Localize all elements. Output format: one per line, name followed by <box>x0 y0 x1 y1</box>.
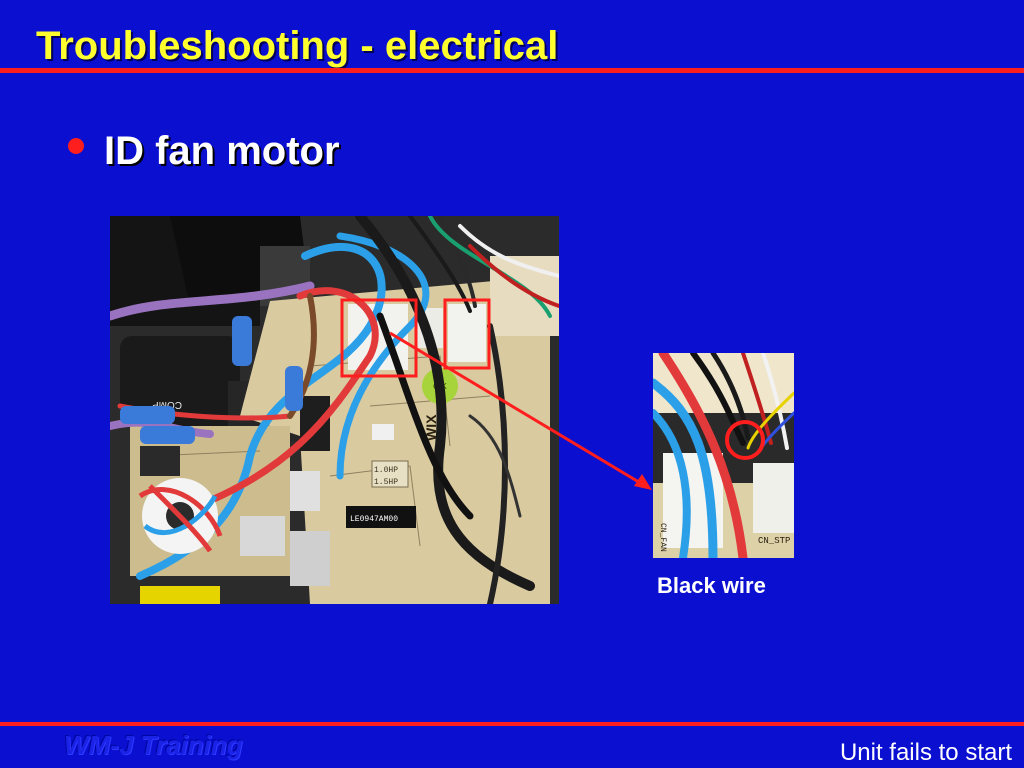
footer-divider <box>0 722 1024 726</box>
control-board-photo: O.K 1.0HP 1.5HP WIX LE0947AM00 COMP <box>110 216 559 604</box>
training-watermark: WM-J Training <box>64 730 243 760</box>
hp-label-1: 1.0HP <box>374 466 398 475</box>
bullet-item: ID fan motor <box>68 128 340 174</box>
bullet-dot-icon <box>68 138 84 154</box>
zoomed-connector-photo: CN_STP CN_FAN <box>653 353 794 558</box>
footer-section-title: Unit fails to start <box>839 739 1012 766</box>
bullet-text: ID fan motor <box>104 129 340 173</box>
title-divider <box>0 68 1024 73</box>
stp-label: CN_STP <box>758 536 790 546</box>
ic-label: LE0947AM00 <box>350 515 398 524</box>
slide-title: Troubleshooting - electrical <box>36 24 559 68</box>
hp-label-2: 1.5HP <box>374 478 398 487</box>
inset-caption: Black wire <box>657 573 766 598</box>
fan-label: CN_FAN <box>658 523 667 552</box>
comp-label: COMP <box>152 399 182 410</box>
